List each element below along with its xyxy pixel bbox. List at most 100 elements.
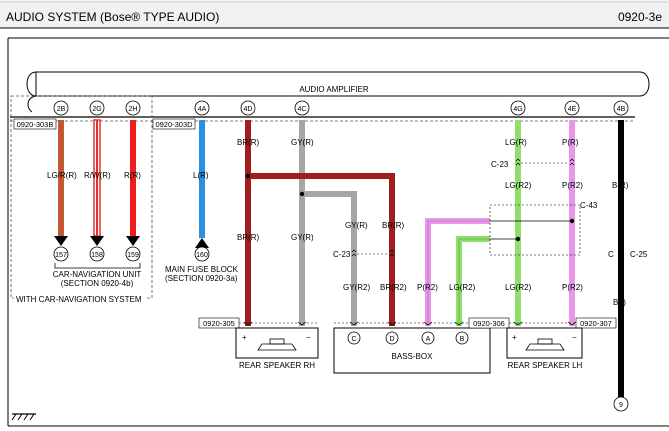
bass-box-label: BASS-BOX: [392, 352, 434, 361]
dest-circle-158: [89, 246, 105, 262]
brown-branch-vertical: [389, 173, 395, 326]
svg-text:158: 158: [91, 252, 103, 259]
ground-label-top: B(R): [612, 181, 629, 190]
svg-text:4B: 4B: [617, 106, 626, 113]
lh-p-mid-label: P(R2): [562, 181, 583, 190]
rear-speaker-rh-label: REAR SPEAKER RH: [239, 361, 315, 370]
connector-crossmarks: [243, 321, 577, 326]
fuse-block-section: (SECTION 0920-3a): [165, 274, 238, 283]
lh-p-top-label: P(R): [562, 138, 579, 147]
gray-branch-horizontal: [299, 191, 356, 197]
bass-splice-c23-label: C-23: [333, 250, 351, 259]
dest-circle-160: [194, 246, 210, 262]
wire-4d-brown: [245, 120, 251, 326]
bass-terminal-b: B: [455, 331, 469, 345]
svg-text:4D: 4D: [244, 106, 253, 113]
svg-text:−: −: [572, 333, 577, 342]
connector-ref-lh: 0920-307: [575, 317, 617, 329]
amp-pin-4d: 4D: [240, 100, 256, 116]
brown-branch-horizontal: [245, 173, 394, 179]
amplifier-label: AUDIO AMPLIFIER: [299, 85, 369, 94]
car-nav-option-box: [10, 95, 153, 299]
amp-pin-4a: 4A: [194, 100, 210, 116]
lh-lg-mid-label: LG(R2): [505, 181, 532, 190]
diagram-title: AUDIO SYSTEM (Bose® TYPE AUDIO): [6, 10, 219, 24]
ground-splice-label: C-25: [630, 250, 648, 259]
car-nav-bracket: [54, 263, 141, 269]
connector-ref-rh: 0920-305: [198, 317, 240, 329]
bass-gy-top-label: GY(R): [345, 221, 368, 230]
wire-4g-green: [515, 120, 521, 326]
svg-text:0920-307: 0920-307: [580, 319, 612, 328]
svg-text:C: C: [351, 336, 356, 343]
connector-ref-bass: 0920-306: [468, 317, 510, 329]
c43-splice-box: [489, 204, 581, 256]
wire-label-l: L(R): [193, 171, 209, 180]
car-nav-unit-label: CAR-NAVIGATION UNIT: [53, 270, 142, 279]
bass-lg-label: LG(R2): [449, 283, 476, 292]
car-nav-wire-158: [90, 119, 104, 246]
ground-label-bottom: B(I): [613, 298, 626, 307]
svg-text:+: +: [242, 333, 247, 342]
wire-label-4c-bottom: GY(R): [291, 233, 314, 242]
lh-splice-c43-label: C-43: [580, 201, 598, 210]
wire-label-4d-bottom: BR(R): [237, 233, 260, 242]
svg-text:2H: 2H: [129, 106, 138, 113]
svg-text:D: D: [389, 336, 394, 343]
dest-circle-157: [53, 246, 69, 262]
svg-text:4C: 4C: [298, 106, 307, 113]
svg-text:2G: 2G: [92, 106, 101, 113]
bass-terminal-d: D: [385, 331, 399, 345]
svg-text:0920-305: 0920-305: [203, 319, 235, 328]
amp-pin-4e: 4E: [564, 100, 580, 116]
header-bar: [0, 0, 669, 28]
car-nav-wire-157: [54, 120, 68, 246]
rear-speaker-lh: + −: [506, 327, 583, 359]
svg-text:+: +: [512, 333, 517, 342]
amplifier-body: [26, 71, 650, 97]
amp-pin-2h: 2H: [125, 100, 141, 116]
fuse-block-label: MAIN FUSE BLOCK: [165, 265, 239, 274]
rear-speaker-lh-label: REAR SPEAKER LH: [508, 361, 583, 370]
lh-p-bottom-label: P(R2): [562, 283, 583, 292]
ground-wire-4b: [618, 120, 624, 397]
car-nav-option-label: WITH CAR-NAVIGATION SYSTEM: [16, 295, 142, 304]
lh-lg-top-label: LG(R): [505, 138, 527, 147]
svg-text:B: B: [460, 336, 465, 343]
fuse-wire-4a: [199, 120, 205, 238]
connector-ref-mid: 0920-303D: [152, 118, 196, 130]
bass-p-label: P(R2): [417, 283, 438, 292]
dest-circle-159: [125, 246, 141, 262]
svg-text:4E: 4E: [568, 106, 577, 113]
lh-splice-c23-label: C-23: [491, 160, 509, 169]
gray-branch-vertical: [351, 191, 357, 326]
svg-text:160: 160: [196, 252, 208, 259]
svg-text:0920-303B: 0920-303B: [17, 120, 54, 129]
wire-label-4d-top: BR(R): [237, 138, 260, 147]
amp-pin-4c: 4C: [294, 100, 310, 116]
bass-br-top-label: BR(R): [382, 221, 405, 230]
amp-pin-2b: 2B: [53, 100, 69, 116]
bass-gy-bottom-label: GY(R2): [343, 283, 370, 292]
ground-symbol-icon: [11, 413, 36, 421]
svg-text:−: −: [306, 333, 311, 342]
amp-pin-4g: 4G: [510, 100, 526, 116]
svg-text:2B: 2B: [57, 106, 66, 113]
amp-pin-4b: 4B: [613, 100, 629, 116]
wire-label-rw: R/W(R): [84, 171, 111, 180]
ground-splice-letter: C: [608, 250, 614, 259]
bass-terminal-c: C: [347, 331, 361, 345]
bass-terminal-a: A: [421, 331, 435, 345]
page-code: 0920-3e: [618, 10, 662, 24]
wire-label-4c-top: GY(R): [291, 138, 314, 147]
lh-lg-bottom-label: LG(R2): [505, 283, 532, 292]
svg-text:0920-306: 0920-306: [473, 319, 505, 328]
wire-label-r: R(R): [124, 171, 141, 180]
svg-text:157: 157: [55, 252, 67, 259]
wire-4c-gray: [299, 120, 305, 326]
car-nav-section-label: (SECTION 0920-4b): [61, 279, 134, 288]
bass-br-bottom-label: BR(R2): [380, 283, 407, 292]
amp-pin-2g: 2G: [89, 100, 105, 116]
splice-marks: [351, 158, 624, 257]
